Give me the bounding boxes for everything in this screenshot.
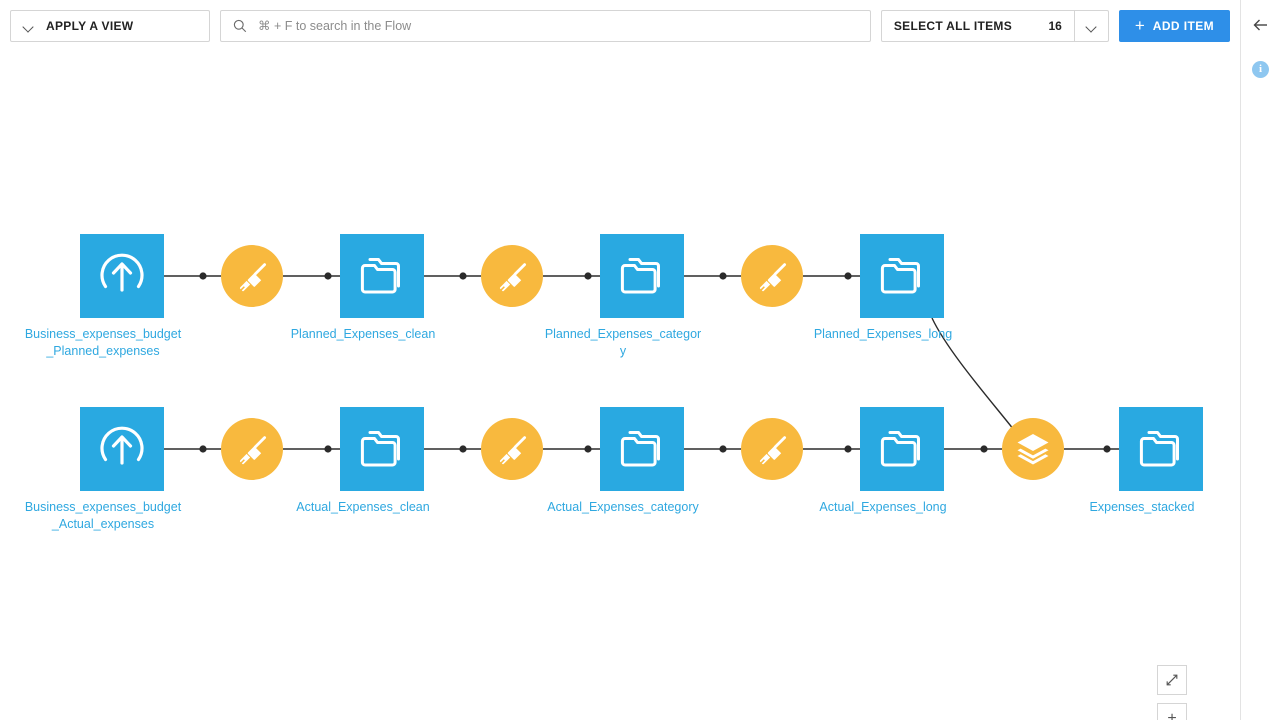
- flow-node[interactable]: [741, 245, 803, 307]
- flow-node[interactable]: [741, 418, 803, 480]
- folder-stack-icon: [880, 431, 920, 467]
- flow-edge-port-dot[interactable]: [844, 272, 852, 280]
- flow-edge-port-dot[interactable]: [584, 272, 592, 280]
- flow-node-circle[interactable]: [741, 418, 803, 480]
- plus-icon: +: [1134, 16, 1145, 35]
- select-all-items-button[interactable]: SELECT ALL ITEMS 16: [882, 11, 1074, 41]
- chevron-down-icon: [23, 23, 34, 30]
- flow-node-tile[interactable]: [1119, 407, 1203, 491]
- flow-node-tile[interactable]: [860, 407, 944, 491]
- flow-edge-port-dot[interactable]: [459, 272, 467, 280]
- flow-node[interactable]: [1002, 418, 1064, 480]
- flow-edge-port-dot[interactable]: [719, 445, 727, 453]
- info-icon-glyph: i: [1258, 63, 1263, 75]
- flow-node-label[interactable]: Business_expenses_budget_Actual_expenses: [24, 500, 182, 531]
- flow-node-tile[interactable]: [860, 234, 944, 318]
- flow-node[interactable]: Planned_Expenses_clean: [291, 234, 435, 343]
- flow-edge-port-dot[interactable]: [324, 272, 332, 280]
- folder-stack-icon: [620, 431, 660, 467]
- flow-node-tile[interactable]: [600, 234, 684, 318]
- add-item-label: ADD ITEM: [1152, 19, 1214, 33]
- flow-node[interactable]: Actual_Expenses_category: [547, 407, 699, 516]
- flow-node[interactable]: Actual_Expenses_long: [819, 407, 947, 516]
- flow-edge-port-dot[interactable]: [459, 445, 467, 453]
- flow-edge-port-dot[interactable]: [199, 272, 207, 280]
- flow-edge-port-dot[interactable]: [719, 272, 727, 280]
- flow-node[interactable]: Actual_Expenses_clean: [296, 407, 430, 516]
- flow-node-label[interactable]: Business_expenses_budget_Planned_expense…: [24, 327, 182, 358]
- flow-node-circle[interactable]: [481, 245, 543, 307]
- search-box[interactable]: [220, 10, 871, 42]
- flow-node[interactable]: Business_expenses_budget_Actual_expenses: [25, 407, 181, 533]
- flow-node-label[interactable]: Planned_Expenses_long: [813, 327, 953, 341]
- flow-node-tile[interactable]: [340, 234, 424, 318]
- flow-node-label[interactable]: Planned_Expenses_category: [544, 327, 702, 358]
- layers-stack-icon: [1017, 434, 1049, 465]
- flow-node-circle[interactable]: [221, 245, 283, 307]
- chevron-down-icon: [1086, 23, 1097, 30]
- search-icon: [233, 19, 247, 33]
- flow-node-label[interactable]: Expenses_stacked: [1089, 500, 1195, 514]
- flow-node-tile[interactable]: [80, 234, 164, 318]
- flow-node-label[interactable]: Actual_Expenses_category: [547, 500, 699, 514]
- flow-edge-port-dot[interactable]: [844, 445, 852, 453]
- upload-dataset-icon: [100, 253, 144, 292]
- flow-edge-port-dot[interactable]: [324, 445, 332, 453]
- selected-items-count: 16: [1048, 19, 1062, 33]
- flow-node-circle[interactable]: [221, 418, 283, 480]
- upload-dataset-icon: [100, 426, 144, 465]
- expand-diagonal-icon: [1166, 674, 1178, 686]
- search-input[interactable]: [258, 19, 858, 33]
- flow-node-label[interactable]: Planned_Expenses_clean: [290, 327, 436, 341]
- add-item-button[interactable]: + ADD ITEM: [1118, 10, 1230, 42]
- folder-stack-icon: [360, 431, 400, 467]
- zoom-controls: + −: [1157, 665, 1187, 720]
- info-icon[interactable]: i: [1252, 61, 1269, 78]
- flow-node[interactable]: [481, 418, 543, 480]
- broom-icon: [499, 436, 527, 465]
- flow-node[interactable]: [221, 418, 283, 480]
- broom-icon: [499, 263, 527, 292]
- flow-edge[interactable]: [931, 317, 1015, 431]
- flow-node-tile[interactable]: [80, 407, 164, 491]
- broom-icon: [239, 436, 267, 465]
- broom-icon: [239, 263, 267, 292]
- flow-node[interactable]: [481, 245, 543, 307]
- zoom-in-button[interactable]: +: [1157, 703, 1187, 720]
- broom-icon: [759, 263, 787, 292]
- flow-node[interactable]: Expenses_stacked: [1090, 407, 1203, 516]
- select-all-items-group: SELECT ALL ITEMS 16: [880, 10, 1109, 42]
- flow-node-circle[interactable]: [1002, 418, 1064, 480]
- broom-icon: [759, 436, 787, 465]
- flow-node[interactable]: Planned_Expenses_long: [814, 234, 952, 343]
- arrow-left-icon[interactable]: [1251, 15, 1271, 35]
- flow-node-label[interactable]: Actual_Expenses_long: [819, 500, 947, 514]
- flow-node[interactable]: Planned_Expenses_category: [545, 234, 701, 360]
- apply-a-view-label: APPLY A VIEW: [46, 19, 134, 33]
- select-all-items-label: SELECT ALL ITEMS: [893, 19, 1012, 33]
- right-rail: i: [1240, 0, 1280, 720]
- apply-a-view-button[interactable]: APPLY A VIEW: [10, 10, 210, 42]
- flow-edge-port-dot[interactable]: [199, 445, 207, 453]
- top-toolbar: APPLY A VIEW SELECT ALL ITEMS 16 + ADD I…: [0, 0, 1240, 52]
- folder-stack-icon: [880, 258, 920, 294]
- plus-icon: +: [1167, 709, 1177, 720]
- flow-edges-layer: [164, 272, 1119, 453]
- flow-node-tile[interactable]: [600, 407, 684, 491]
- folder-stack-icon: [1139, 431, 1179, 467]
- flow-node-label[interactable]: Actual_Expenses_clean: [296, 500, 430, 514]
- flow-node-circle[interactable]: [741, 245, 803, 307]
- flow-edge-port-dot[interactable]: [584, 445, 592, 453]
- folder-stack-icon: [360, 258, 400, 294]
- flow-node-tile[interactable]: [340, 407, 424, 491]
- folder-stack-icon: [620, 258, 660, 294]
- flow-edge-port-dot[interactable]: [1103, 445, 1111, 453]
- flow-node[interactable]: [221, 245, 283, 307]
- select-all-items-dropdown-toggle[interactable]: [1073, 11, 1108, 41]
- flow-edge-port-dot[interactable]: [980, 445, 988, 453]
- fit-to-screen-button[interactable]: [1157, 665, 1187, 695]
- flow-node-circle[interactable]: [481, 418, 543, 480]
- flow-canvas[interactable]: Business_expenses_budget_Planned_expense…: [0, 52, 1240, 720]
- flow-node[interactable]: Business_expenses_budget_Planned_expense…: [25, 234, 181, 360]
